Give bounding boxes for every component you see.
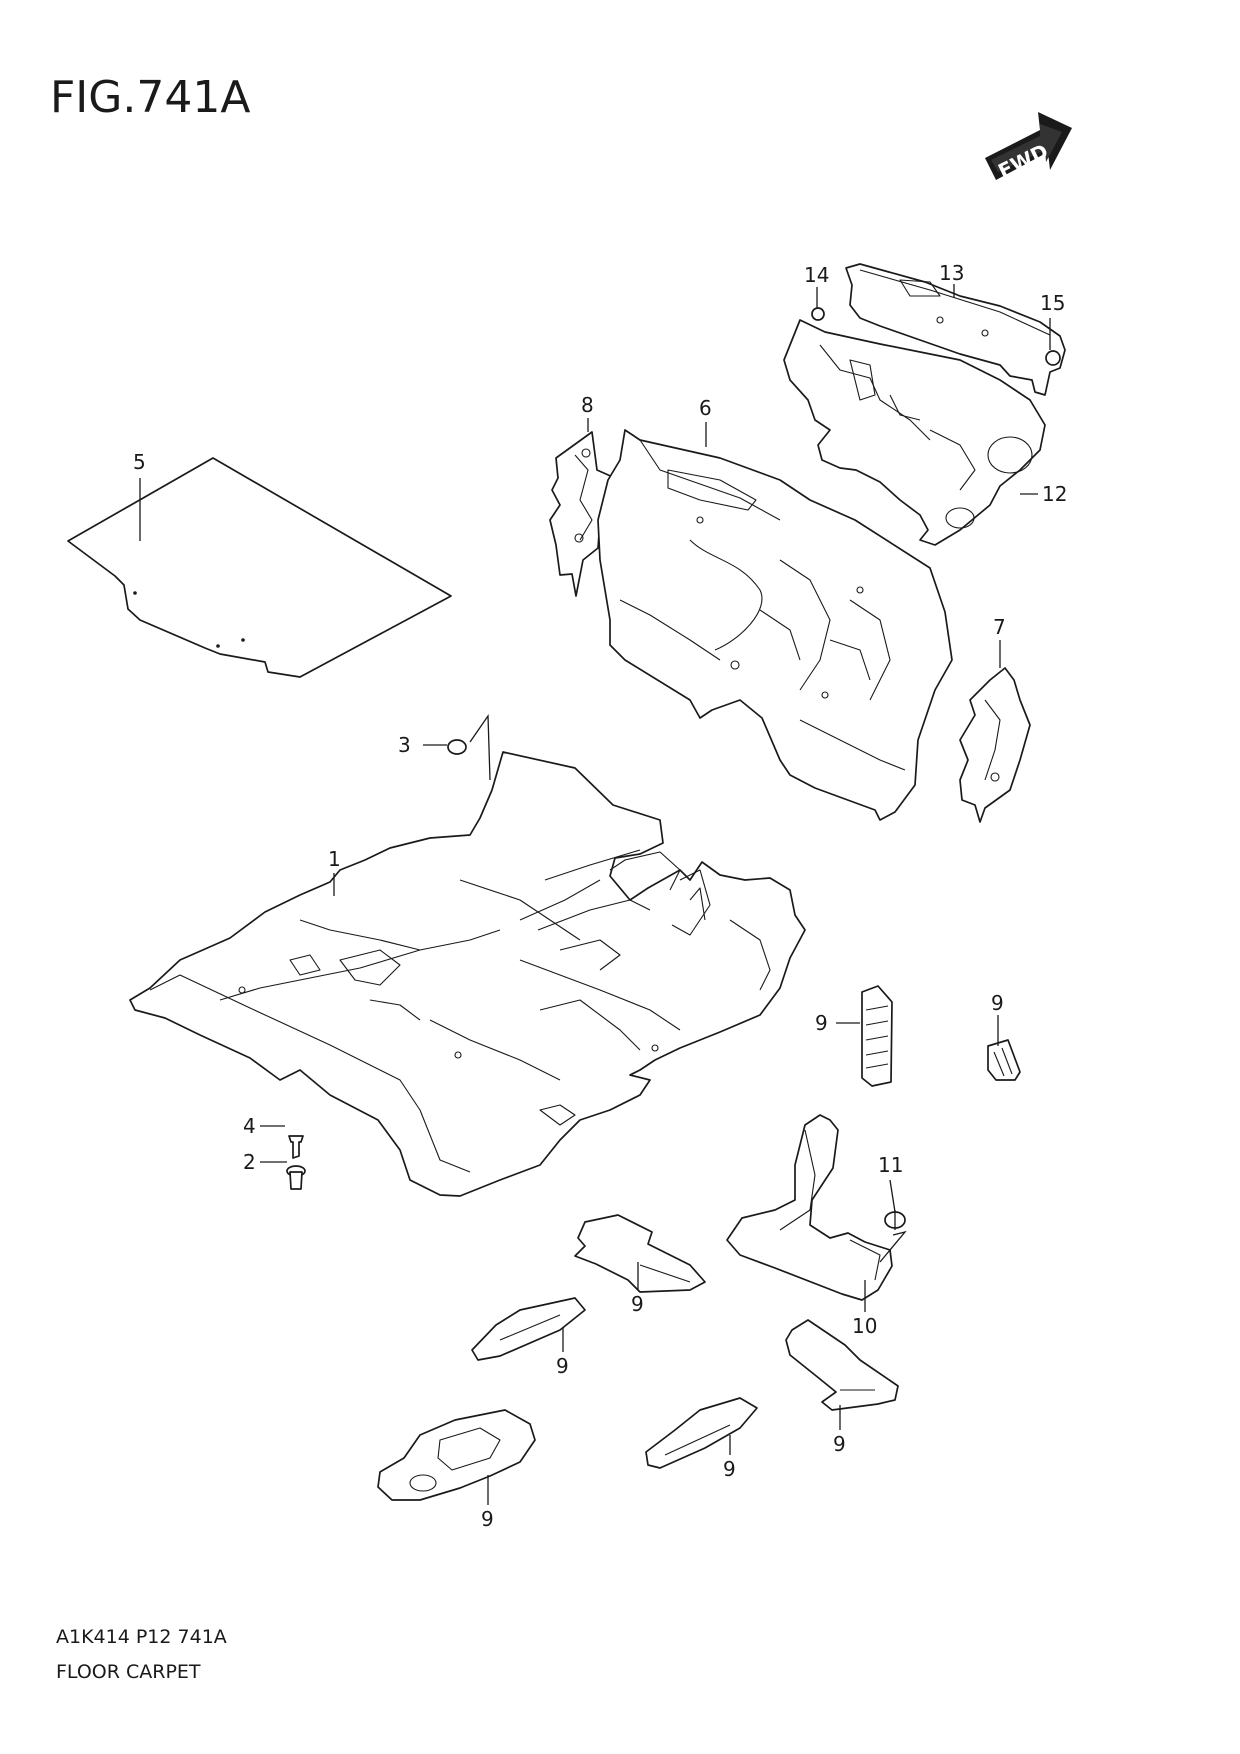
fwd-arrow-icon: FWD [985,112,1072,183]
part-1-floor-carpet [129,751,806,1197]
callout-2: 2 [243,1150,256,1174]
part-9-pad-g [377,1409,536,1501]
part-9-pad-d [471,1297,586,1361]
leader-lines [139,284,1051,1505]
figure-code: A1K414 P12 741A [56,1626,227,1648]
callout-11: 11 [878,1153,903,1177]
callout-9-c: 9 [631,1292,644,1316]
part-14-clip [811,307,825,321]
callout-4: 4 [243,1114,256,1138]
part-6-dash-silencer [597,429,953,821]
part-4-clip [288,1135,304,1159]
callout-1: 1 [328,847,341,871]
part-9-pad-e [785,1319,899,1411]
part-8-left-side-panel [549,431,621,597]
part-3-clip [447,714,491,781]
callout-10: 10 [852,1314,877,1338]
callout-14: 14 [804,263,829,287]
part-9-pad-c [574,1214,706,1293]
callout-6: 6 [699,396,712,420]
part-15-clip [1045,350,1061,366]
callout-8: 8 [581,393,594,417]
callout-9-b: 9 [991,991,1004,1015]
part-13-upper-dash-bar [845,263,1066,396]
callout-15: 15 [1040,291,1065,315]
part-10-side-trim-carpet [726,1114,893,1301]
callout-9-g: 9 [481,1507,494,1531]
callout-9-a: 9 [815,1011,828,1035]
part-2-grommet [286,1165,306,1190]
part-9-pad-a [861,985,893,1087]
callout-7: 7 [993,615,1006,639]
part-9-pad-b [987,1039,1021,1081]
callout-13: 13 [939,261,964,285]
figure-title: FIG.741A [50,72,251,123]
callout-9-d: 9 [556,1354,569,1378]
callout-labels: 5 8 6 14 13 15 12 7 3 1 9 9 4 2 11 10 9 … [133,261,1067,1531]
callout-3: 3 [398,733,411,757]
callout-12: 12 [1042,482,1067,506]
figure-name: FLOOR CARPET [56,1661,201,1683]
part-7-right-side-panel [959,667,1031,823]
part-12-dash-insulator [783,319,1046,546]
callout-9-f: 9 [723,1457,736,1481]
callout-9-e: 9 [833,1432,846,1456]
part-9-pad-f [645,1397,758,1469]
part-5-rear-floor-mat [67,457,452,678]
callout-5: 5 [133,450,146,474]
